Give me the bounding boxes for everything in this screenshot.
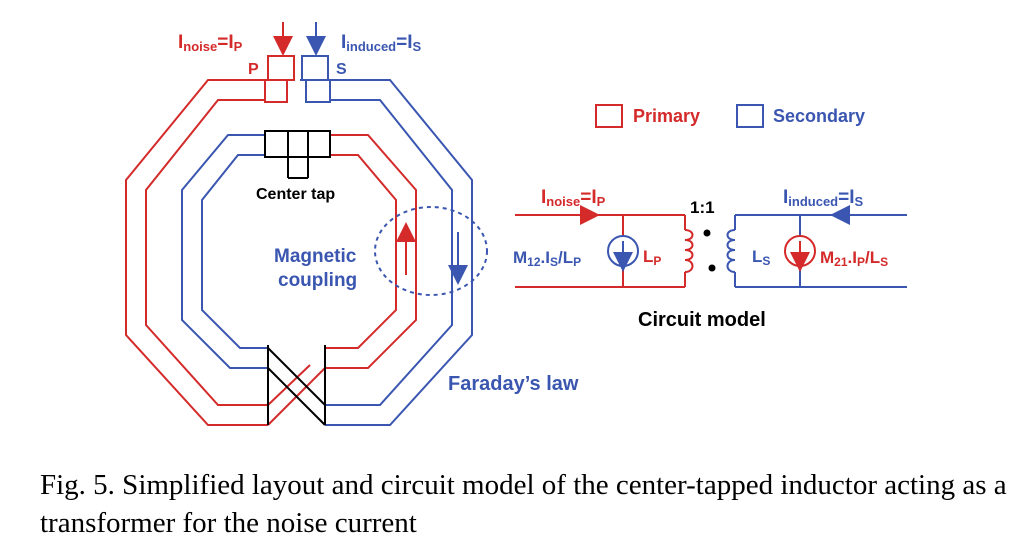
secondary-inductor-coil bbox=[726, 229, 736, 273]
crossover bbox=[267, 345, 326, 426]
induced-current-label: Iinduced=IS bbox=[341, 32, 422, 54]
outer-blue-outer-edge bbox=[300, 79, 473, 426]
magnetic-coupling-label-2: coupling bbox=[278, 270, 357, 291]
legend-primary-label: Primary bbox=[633, 106, 700, 126]
secondary-source bbox=[784, 235, 816, 272]
faradays-law-label: Faraday’s law bbox=[448, 373, 579, 395]
inner-winding bbox=[181, 134, 417, 369]
secondary-source-label: M21.IP/LS bbox=[820, 248, 888, 269]
legend: Primary Secondary bbox=[595, 104, 865, 128]
legend-secondary-label: Secondary bbox=[773, 106, 865, 126]
ls-label: LS bbox=[752, 247, 770, 268]
inner-red-inner-edge bbox=[325, 154, 397, 349]
outer-red-inner-edge bbox=[145, 99, 268, 406]
port-p-pad bbox=[267, 55, 295, 81]
secondary-dot bbox=[708, 264, 716, 272]
primary-source-label: M12.IS/LP bbox=[513, 248, 581, 269]
legend-secondary-swatch bbox=[736, 104, 764, 128]
turns-ratio-label: 1:1 bbox=[690, 198, 715, 217]
noise-current-label: Inoise=IP bbox=[178, 32, 243, 54]
legend-primary-swatch bbox=[595, 104, 623, 128]
circuit-induced-label: Iinduced=IS bbox=[783, 187, 864, 209]
circuit-model: Inoise=IP Iinduced=IS 1:1 M12.IS/LP LP L… bbox=[513, 187, 907, 331]
inductor-layout: Inoise=IP Iinduced=IS P S Center tap Mag… bbox=[125, 22, 579, 426]
primary-dot bbox=[703, 229, 711, 237]
port-s-via bbox=[305, 79, 331, 103]
primary-inductor-coil bbox=[684, 229, 694, 273]
inner-red-outer-edge bbox=[325, 134, 417, 369]
inner-blue-inner-edge bbox=[201, 154, 268, 349]
center-tap bbox=[264, 130, 331, 179]
primary-circuit bbox=[515, 205, 686, 288]
outer-red-outer-edge bbox=[125, 79, 268, 426]
primary-source bbox=[607, 235, 639, 272]
inner-blue-outer-edge bbox=[181, 134, 268, 369]
outer-blue-inner-edge bbox=[325, 99, 453, 406]
coupling-ellipse bbox=[374, 206, 488, 296]
port-s-pad bbox=[301, 55, 329, 81]
circuit-noise-label: Inoise=IP bbox=[541, 187, 606, 209]
lp-label: LP bbox=[643, 247, 661, 268]
circuit-model-title: Circuit model bbox=[638, 309, 766, 331]
port-p-label: P bbox=[248, 61, 259, 78]
center-tap-label: Center tap bbox=[256, 186, 335, 203]
figure-caption: Fig. 5. Simplified layout and circuit mo… bbox=[40, 469, 1007, 539]
outer-winding bbox=[125, 79, 473, 426]
port-p-via bbox=[264, 79, 288, 103]
port-s-label: S bbox=[336, 61, 347, 78]
magnetic-coupling-label-1: Magnetic bbox=[274, 246, 357, 267]
ports bbox=[264, 55, 331, 103]
